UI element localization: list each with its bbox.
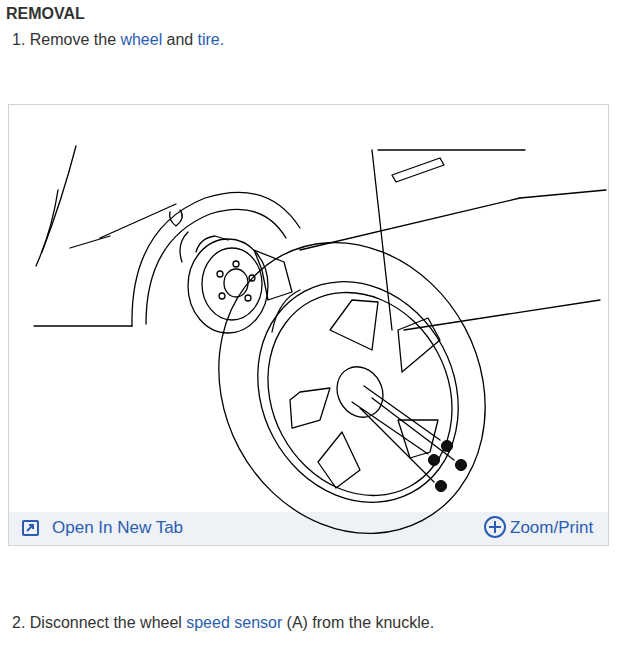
link-text: speed sensor xyxy=(186,613,282,633)
link-text: wheel xyxy=(120,30,162,50)
open-tab-icon xyxy=(23,521,38,535)
step-text: 2. Disconnect the wheelspeed sensor(A) f… xyxy=(12,613,438,633)
wheel-illustration xyxy=(34,146,606,581)
zoom-icon xyxy=(485,517,505,537)
step-text: 1. Remove thewheelandtire. xyxy=(12,30,229,50)
step-text: and xyxy=(167,30,194,50)
toolbar-link: Zoom/Print xyxy=(510,518,593,538)
wheel-and-tire xyxy=(169,195,536,580)
figure-toolbar xyxy=(9,512,608,545)
lug-studs xyxy=(352,386,454,482)
toolbar-link: Open In New Tab xyxy=(52,518,183,538)
step-text: 2. Disconnect the wheel xyxy=(12,613,182,633)
figure-frame xyxy=(9,105,609,546)
section-heading: REMOVAL xyxy=(6,5,85,23)
step-text: (A) from the knuckle. xyxy=(287,613,435,633)
lug-nuts xyxy=(429,441,467,492)
step-text: 1. Remove the xyxy=(12,30,116,50)
link-text: tire. xyxy=(198,30,225,50)
